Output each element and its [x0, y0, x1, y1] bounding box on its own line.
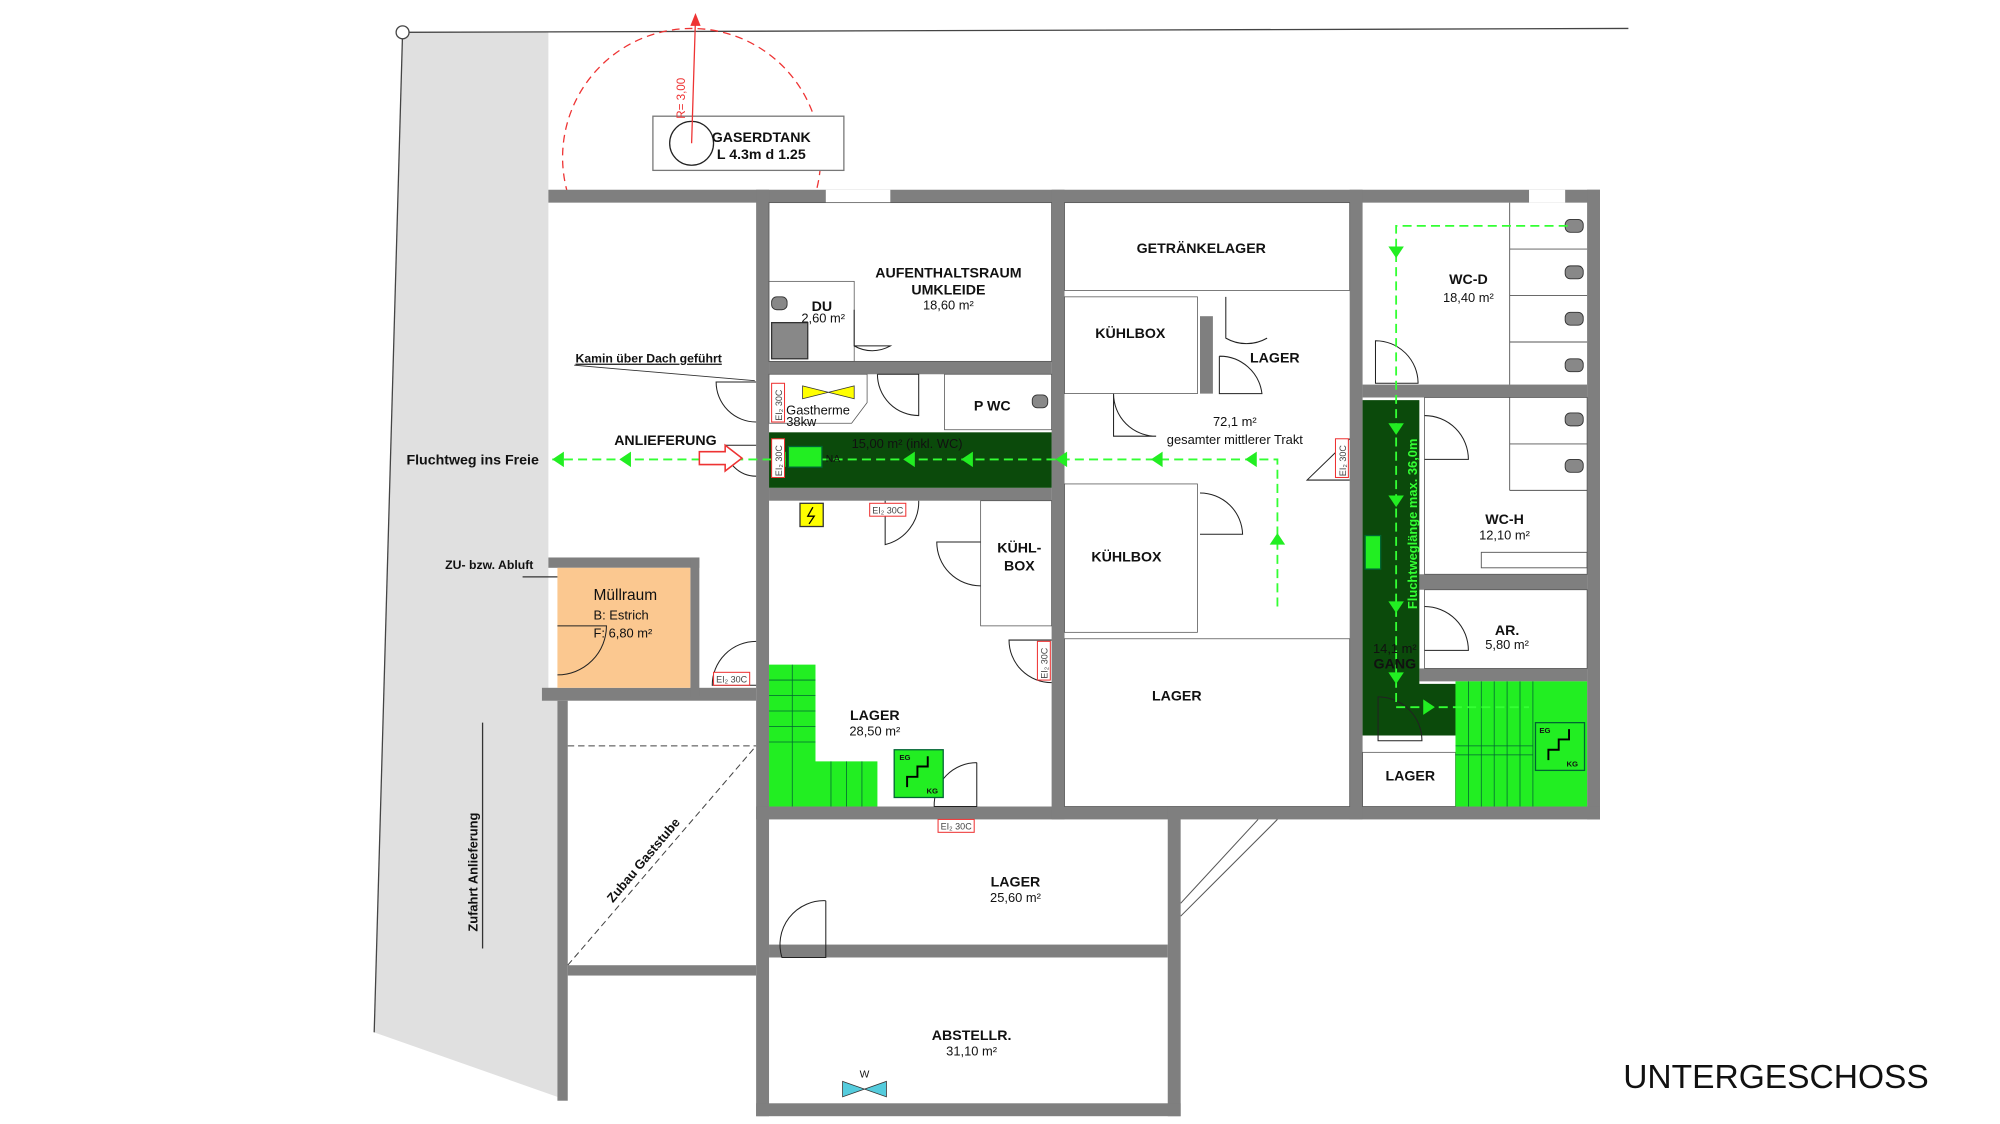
access-road-label: Zufahrt Anlieferung: [465, 812, 480, 931]
room-area: 18,40 m²: [1443, 290, 1495, 305]
svg-text:EI₂ 30C: EI₂ 30C: [872, 506, 904, 516]
room-getraenkelager: [1064, 202, 1351, 291]
room-area: 31,10 m²: [946, 1044, 998, 1059]
stair-upper-label: EG: [1539, 726, 1550, 735]
muellraum-area: F: 6,80 m²: [594, 625, 653, 640]
property-line: [402, 27, 1629, 33]
room-muellraum: [557, 567, 691, 688]
room-label: LAGER: [1152, 689, 1202, 705]
floor-title: UNTERGESCHOSS: [1623, 1059, 1929, 1096]
site-strip: [374, 32, 558, 1097]
room-label: ABSTELLR.: [932, 1028, 1012, 1044]
room-label: UMKLEIDE: [911, 282, 985, 298]
room-label: KÜHLBOX: [1095, 325, 1166, 342]
exit-arrow-icon: [698, 443, 744, 473]
room-wc-h: [1424, 397, 1588, 575]
svg-text:EI₂ 30C: EI₂ 30C: [1040, 647, 1050, 679]
room-label: LAGER: [1385, 769, 1435, 785]
extension-outline: [567, 745, 757, 966]
room-ar: [1424, 589, 1588, 669]
fire-rating-labels: EI₂ 30C EI₂ 30C EI₂ 30C EI₂ 30C EI₂ 30C …: [713, 382, 1349, 833]
stair-upper-label: EG: [899, 753, 910, 762]
room-kuehlbox-small: [980, 500, 1052, 627]
room-label: LAGER: [850, 708, 900, 724]
stair-lower-label: KG: [926, 787, 938, 796]
room-label: GETRÄNKELAGER: [1137, 240, 1266, 257]
gang-name: GANG: [1374, 656, 1417, 672]
room-area: 2,60 m²: [801, 311, 845, 326]
toilet-stalls: [1480, 202, 1588, 569]
svg-text:EI₂ 30C: EI₂ 30C: [716, 675, 748, 685]
room-area: 28,50 m²: [849, 724, 901, 739]
chimney-leader: [574, 364, 755, 382]
toilet-icons: [771, 218, 1584, 473]
property-line: [373, 32, 404, 1033]
walls: [541, 189, 1600, 1117]
emergency-exit-sign-icon: [1364, 534, 1382, 570]
room-label: Gastherme: [786, 402, 850, 417]
svg-text:EI₂ 30C: EI₂ 30C: [1338, 445, 1348, 477]
room-label: LAGER: [1250, 351, 1300, 367]
gas-tank: R= 3,00 GASERDTANK L 4.3m d 1.25: [561, 12, 845, 194]
escape-outside-label: Fluchtweg ins Freie: [406, 453, 539, 469]
svg-text:EI₂ 30C: EI₂ 30C: [774, 445, 784, 477]
doors: [711, 296, 1469, 958]
survey-point-icon: [395, 25, 410, 40]
gas-boiler-icon: [802, 385, 855, 400]
gastank-dims: L 4.3m d 1.25: [717, 147, 806, 163]
corridor-area: 15,00 m² (inkl. WC): [852, 436, 963, 451]
room-gastherme: [768, 373, 868, 424]
room-kuehlbox-lower: [1064, 483, 1198, 633]
water-valve-icon: [842, 1080, 887, 1098]
emergency-exit-sign-icon: [787, 445, 823, 468]
svg-text:EI₂ 30C: EI₂ 30C: [774, 389, 784, 421]
room-label: AUFENTHALTSRAUM: [875, 265, 1021, 281]
room-label: WC-H: [1485, 512, 1524, 528]
gang-area: 14,1 m²: [1373, 641, 1417, 656]
room-label: AR.: [1495, 623, 1519, 639]
muellraum-name: Müllraum: [594, 587, 658, 604]
staircase-left: [769, 664, 878, 807]
gastank-name: GASERDTANK: [712, 130, 812, 146]
shower-icon: [770, 322, 809, 360]
stair-lower-label: KG: [1566, 760, 1578, 769]
svg-text:EI₂ 30C: EI₂ 30C: [941, 822, 973, 832]
room-area: 18,60 m²: [923, 298, 975, 313]
water-label: W: [860, 1069, 870, 1080]
room-kuehlbox-top: [1064, 296, 1198, 394]
room-label: KÜHLBOX: [1091, 548, 1162, 565]
stair-sign-left: [893, 749, 944, 799]
chimney-note: Kamin über Dach geführt: [575, 352, 721, 366]
room-area: 12,10 m²: [1479, 527, 1531, 542]
room-label: BOX: [1004, 558, 1035, 574]
ventilation-label: ZU- bzw. Abluft: [445, 558, 533, 572]
gastank-radius: R= 3,00: [675, 78, 688, 119]
middle-area: 72,1 m²: [1213, 414, 1257, 429]
room-label: P WC: [974, 398, 1011, 414]
room-label: WC-D: [1449, 272, 1488, 288]
escape-length-label: Fluchtweglänge max. 36,0m: [1405, 439, 1420, 610]
muellraum-floor: B: Estrich: [594, 607, 649, 622]
electric-panel-icon: [799, 502, 824, 528]
room-lager-small: [1362, 751, 1456, 807]
middle-label: gesamter mittlerer Trakt: [1167, 432, 1304, 447]
room-label: KÜHL-: [997, 539, 1041, 556]
stair-sign-right: [1534, 722, 1586, 772]
room-label: LAGER: [991, 875, 1041, 891]
emergency-label: NA: [826, 454, 840, 465]
room-label: DU: [812, 299, 833, 315]
room-area: 25,60 m²: [990, 890, 1042, 905]
delivery-label: ANLIEFERUNG: [614, 433, 716, 449]
extension-label: Zubau Gaststube: [604, 815, 683, 905]
ramp-lines: [1180, 819, 1278, 917]
escape-gang: [1362, 400, 1456, 736]
room-lager-right: [1064, 638, 1351, 807]
room-area: 5,80 m²: [1485, 637, 1529, 652]
room-area: 38kw: [786, 414, 817, 429]
